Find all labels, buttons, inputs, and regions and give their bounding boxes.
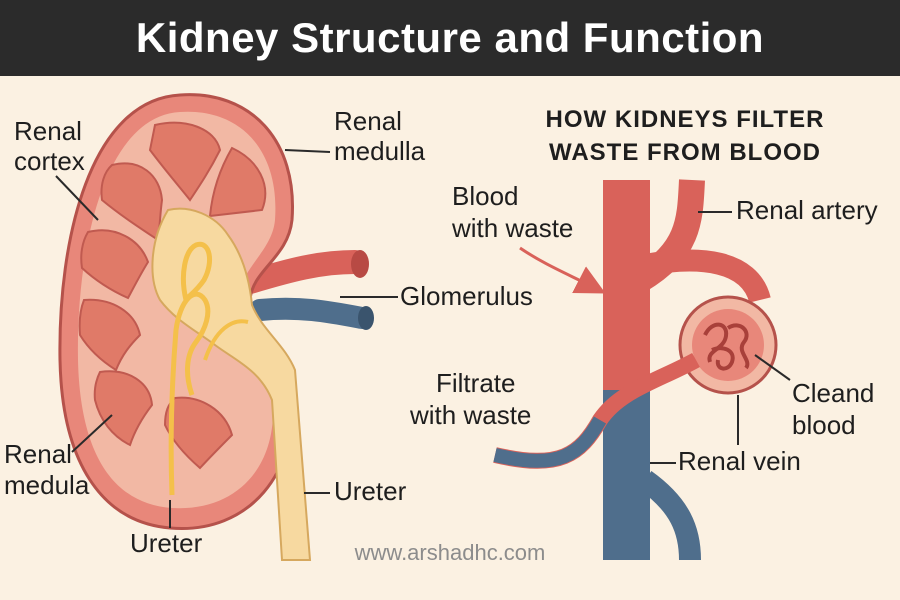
- pyramid-7: [163, 396, 234, 470]
- label-renal-vein: Renal vein: [678, 446, 801, 476]
- label-renal-medulla-line1: Renal: [334, 106, 402, 136]
- title-bar: Kidney Structure and Function: [0, 0, 900, 76]
- leader-cleand-blood: [754, 354, 791, 381]
- pyramid-1: [148, 121, 222, 202]
- collecting-duct: [203, 319, 249, 361]
- label-renal-medulla-line2: medulla: [334, 136, 426, 166]
- vein-stub-end: [358, 306, 374, 330]
- filtrate-tubule-blue: [493, 416, 607, 468]
- kidney-vein-stub: [249, 297, 373, 329]
- label-blood-with-waste-line2: with waste: [451, 213, 573, 243]
- filtration-illustration: [493, 179, 778, 561]
- glomerulus-inner: [692, 309, 764, 381]
- kidney-artery-stub: [238, 250, 367, 294]
- main-artery-vessel: [603, 180, 650, 390]
- subtitle-line2: WASTE FROM BLOOD: [549, 139, 821, 166]
- label-renal-cortex-line1: Renal: [14, 116, 82, 146]
- leader-renal-cortex: [55, 175, 99, 221]
- afferent-vessel: [643, 249, 771, 304]
- artery-stub-end: [351, 250, 369, 278]
- pyramid-5: [78, 298, 142, 372]
- renal-pyramids: [78, 121, 267, 470]
- label-filtrate-line1: Filtrate: [436, 368, 515, 398]
- subtitle-line1: HOW KIDNEYS FILTER: [546, 106, 825, 133]
- arrow-blood-with-waste: [519, 246, 606, 294]
- leader-renal-medula: [71, 414, 113, 453]
- watermark: www.arshadhc.com: [354, 540, 546, 565]
- label-renal-artery: Renal artery: [736, 195, 878, 225]
- label-cleand-blood-line1: Cleand: [792, 378, 874, 408]
- label-blood-with-waste-line1: Blood: [452, 181, 519, 211]
- leader-renal-medulla: [284, 149, 331, 153]
- label-renal-medula-line1: Renal: [4, 439, 72, 469]
- nephron-loop: [180, 241, 213, 302]
- nephron-tubule: [168, 291, 211, 496]
- kidney-illustration: [58, 93, 374, 561]
- pyramid-6: [93, 370, 154, 447]
- label-renal-medula-line2: medula: [4, 470, 90, 500]
- label-ureter-right: Ureter: [334, 476, 407, 506]
- page-title: Kidney Structure and Function: [135, 14, 765, 61]
- glomerulus-capillaries: [703, 322, 750, 371]
- label-cleand-blood-line2: blood: [792, 410, 856, 440]
- vein-branch: [638, 471, 701, 561]
- label-renal-cortex-line2: cortex: [14, 146, 85, 176]
- pyramid-2: [208, 146, 267, 218]
- label-glomerulus: Glomerulus: [400, 281, 533, 311]
- label-ureter-bottom: Ureter: [130, 528, 203, 558]
- label-filtrate-line2: with waste: [409, 400, 531, 430]
- pyramid-4: [80, 229, 150, 300]
